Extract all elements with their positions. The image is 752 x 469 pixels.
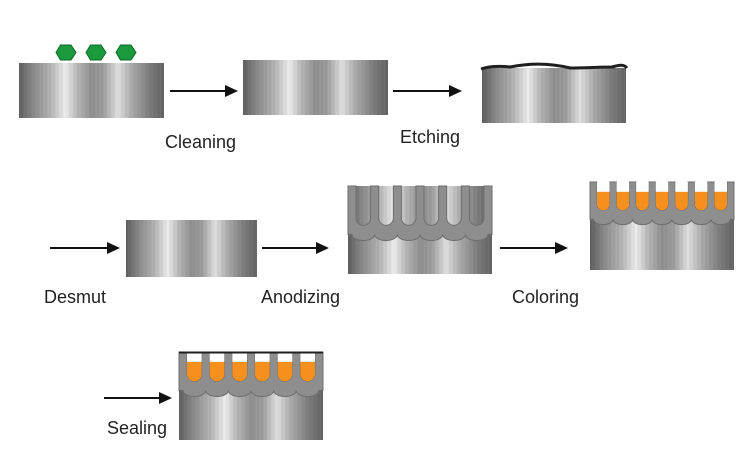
contaminant-particle-3 [115,44,137,61]
label-etching: Etching [400,127,460,147]
pore-opening [655,182,669,192]
dye-fill [694,191,708,211]
metal-texture [126,220,257,277]
dye-fill [655,191,669,211]
block-desmutted [126,220,257,277]
etched-surface-line [480,62,629,71]
block-contaminated [19,44,164,118]
pore-opening [255,352,270,362]
metal-texture [243,60,388,115]
pore-opening [597,182,610,192]
oxide-layer [347,185,493,242]
dye-fill [300,361,315,382]
arrow-cleaning [170,85,238,97]
dye-deposits [187,352,315,382]
arrow-coloring [500,242,568,254]
label-coloring: Coloring [512,287,579,307]
label-cleaning: Cleaning [165,132,236,152]
pore-opening [232,352,247,362]
dye-fill [616,191,630,211]
metal-texture [482,68,626,123]
metal-texture [19,63,164,118]
dye-fill [209,361,225,382]
block-sealed [178,351,324,440]
pore-opening [616,182,630,192]
dye-fill [232,361,247,382]
arrow-desmut [50,242,120,254]
dye-fill [255,361,270,382]
dye-deposits [597,182,727,211]
dye-fill [675,191,688,211]
block-anodized [347,185,493,274]
arrow-anodizing [262,242,329,254]
dye-fill [636,191,649,211]
pore-opening [187,352,202,362]
pore-opening [714,182,727,192]
pore-opening [209,352,225,362]
block-cleaned [243,60,388,115]
label-sealing: Sealing [107,418,167,438]
arrow-etching [393,85,462,97]
pore-opening [636,182,649,192]
arrow-sealing [104,392,172,404]
block-etched [480,62,629,123]
contaminant-particle-1 [55,44,77,61]
dye-fill [714,191,727,211]
label-anodizing: Anodizing [261,287,340,307]
pore-opening [694,182,708,192]
label-desmut: Desmut [44,287,106,307]
contaminant-particle-2 [85,44,107,61]
dye-fill [597,191,610,211]
pore-opening [300,352,315,362]
block-colored [589,181,735,270]
dye-fill [187,361,202,382]
pore-opening [277,352,293,362]
pore-opening [675,182,688,192]
dye-fill [277,361,293,382]
